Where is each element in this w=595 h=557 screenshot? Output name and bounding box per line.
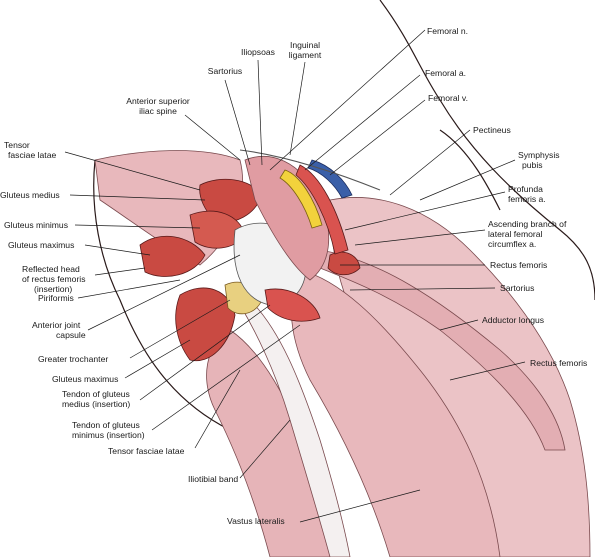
label-vastus-lateralis: Vastus lateralis [227, 516, 285, 526]
femoral-nerve [279, 169, 323, 229]
label-sartorius-top: Sartorius [208, 66, 242, 76]
label-adductor-longus: Adductor longus [482, 315, 544, 325]
thigh-muscles [206, 197, 591, 557]
label-gluteus-medius: Gluteus medius [0, 190, 60, 200]
femoral-vein [307, 159, 353, 199]
label-pectineus: Pectineus [473, 125, 511, 135]
label-greater-trochanter: Greater trochanter [38, 354, 108, 364]
label-tfl-low: Tensor fasciae latae [108, 446, 185, 456]
leader-lines [64, 29, 526, 523]
hip-region [94, 150, 361, 362]
reflected-head-cut [327, 251, 361, 276]
label-rectus-femoris-right: Rectus femoris [490, 260, 547, 270]
label-femoral-v: Femoral v. [428, 93, 468, 103]
label-femoral-a: Femoral a. [425, 68, 466, 78]
label-rectus-femoris-low: Rectus femoris [530, 358, 587, 368]
label-gluteus-maximus-top: Gluteus maximus [8, 240, 74, 250]
label-iliotibial-band: Iliotibial band [188, 474, 238, 484]
neurovascular-bundle [239, 149, 381, 281]
inguinal-ligament-line [239, 149, 381, 191]
label-femoral-n: Femoral n. [427, 26, 468, 36]
iliotibial-band-shape [239, 299, 351, 557]
gluteus-maximus-cut-top [139, 236, 206, 277]
rectus-femoris-tendon [264, 288, 321, 322]
gluteus-maximus-cut-bottom [175, 287, 236, 362]
label-gluteus-maximus-low: Gluteus maximus [52, 374, 118, 384]
label-piriformis: Piriformis [38, 293, 74, 303]
femoral-artery [295, 164, 349, 255]
label-iliopsoas: Iliopsoas [241, 47, 275, 57]
label-sartorius-right: Sartorius [500, 283, 534, 293]
label-gluteus-minimus: Gluteus minimus [4, 220, 68, 230]
